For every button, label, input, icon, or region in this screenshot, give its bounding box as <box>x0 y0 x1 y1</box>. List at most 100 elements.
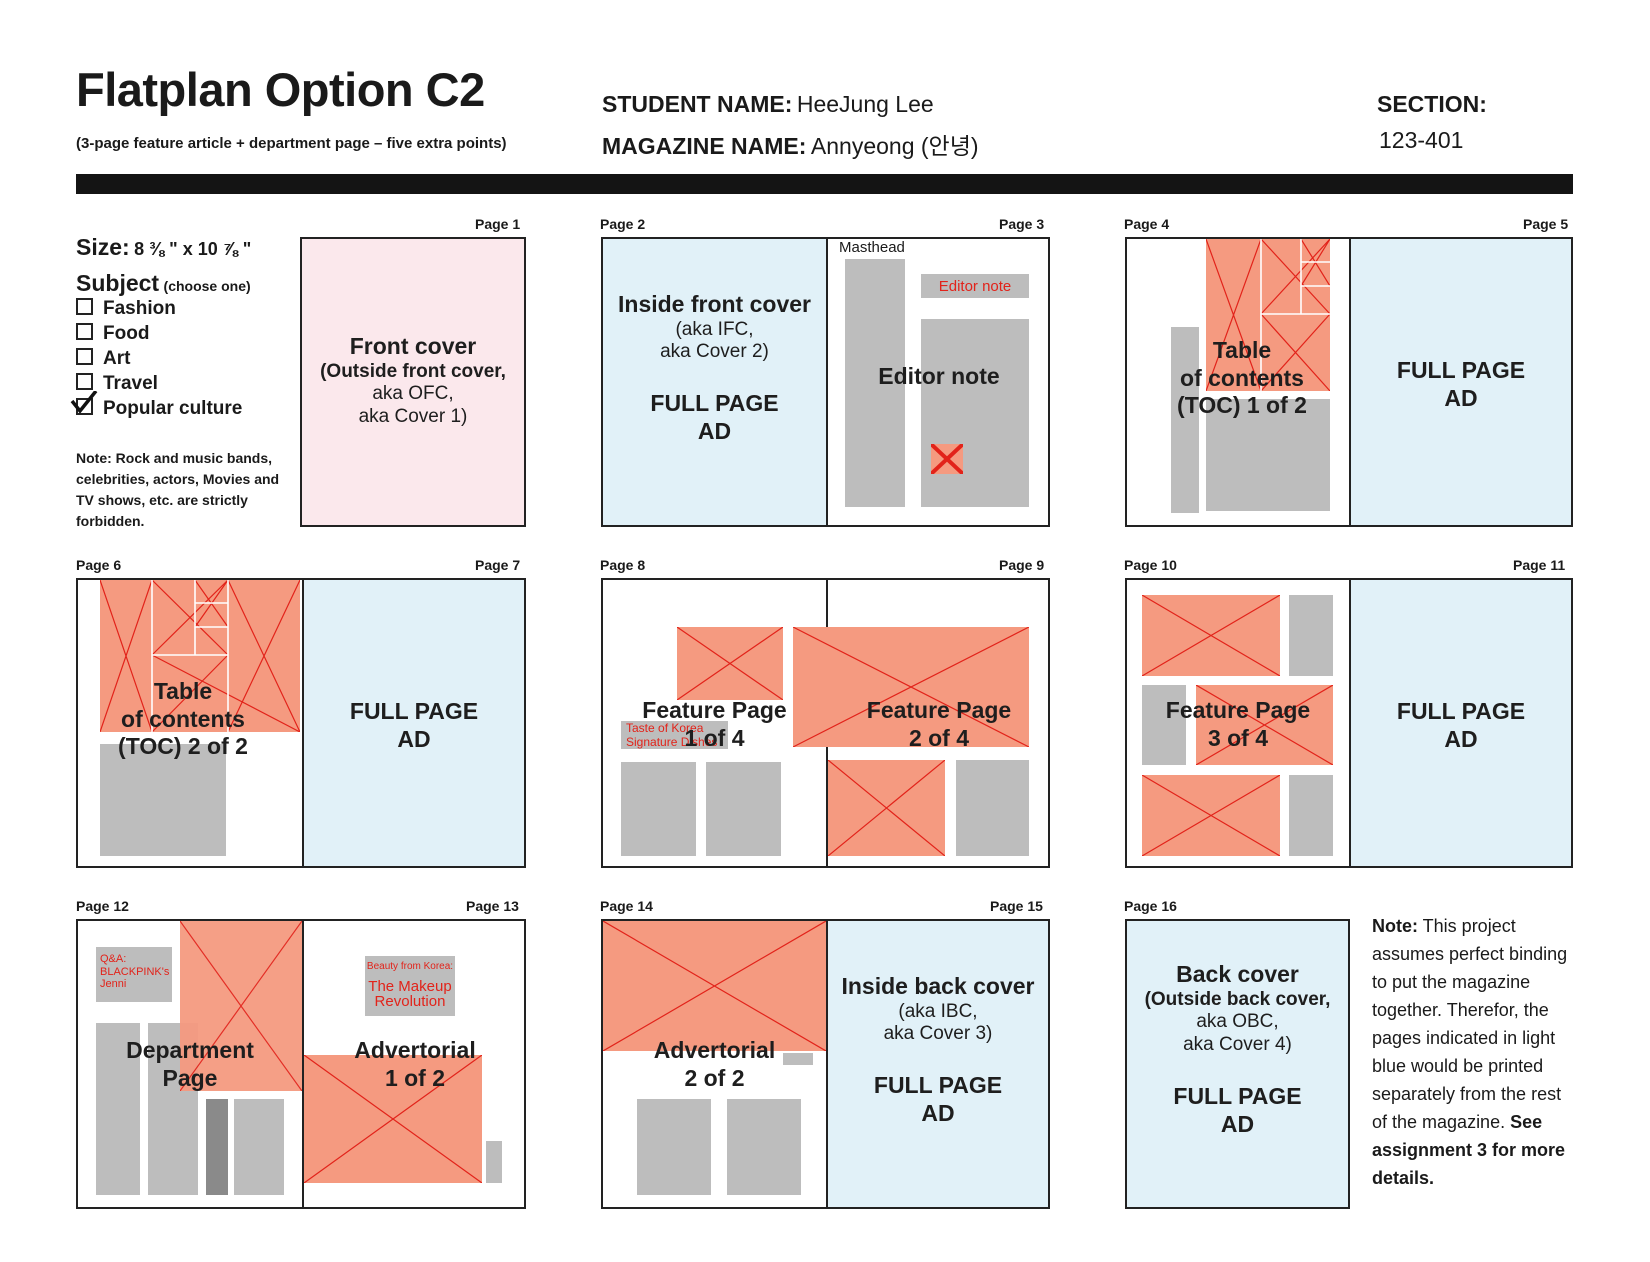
subject-option-label: Travel <box>103 373 158 394</box>
subject-option-popular-culture[interactable]: Popular culture <box>70 391 243 420</box>
feature-3-line: Feature Page <box>1165 697 1311 723</box>
feature-2-line: 2 of 4 <box>908 724 970 751</box>
ibc-line: aka Cover 3) <box>883 1023 993 1045</box>
ad-label: AD <box>397 725 431 752</box>
feature-image <box>1142 775 1280 856</box>
feature-caption: Taste of Korea Signature Dishes <box>626 721 717 750</box>
dept-text-column <box>234 1099 284 1195</box>
page-label-9: Page 9 <box>999 557 1045 573</box>
back-cover-title: Back cover <box>1176 961 1299 987</box>
dept-text-column <box>96 1023 140 1195</box>
front-cover-line: (Outside front cover, <box>320 360 506 382</box>
section-label: SECTION: <box>1377 91 1487 117</box>
header-rule <box>76 174 1573 194</box>
toc-1-line: (TOC) 1 of 2 <box>1177 392 1307 419</box>
page-15-inside-back-cover[interactable] <box>828 921 1048 1207</box>
feature-text-column <box>956 760 1029 856</box>
feature-text-column <box>1289 595 1333 676</box>
spread-pages-2-3[interactable]: Inside front cover (aka IFC, aka Cover 2… <box>601 237 1050 527</box>
binding-note-lead: Note: <box>1372 916 1418 936</box>
full-page-label: FULL PAGE <box>650 390 779 417</box>
editor-note-text-block <box>921 319 1029 507</box>
page-label-16: Page 16 <box>1124 898 1177 914</box>
feature-caption-block <box>621 721 728 749</box>
binding-note: Note: This project assumes perfect bindi… <box>1372 912 1572 1192</box>
feature-text-column <box>1289 775 1333 856</box>
spread-pages-12-13[interactable]: Q&A: BLACKPINK's Jenni Department Page B… <box>76 919 526 1209</box>
checkbox-icon[interactable] <box>76 373 93 390</box>
spread-pages-10-11[interactable]: FULL PAGE AD Feature Page 3 of 4 <box>1125 578 1573 868</box>
page-label-8: Page 8 <box>600 557 646 573</box>
back-cover-line: aka Cover 4) <box>1183 1034 1292 1056</box>
spread-pages-8-9[interactable]: Taste of Korea Signature Dishes Feature … <box>601 578 1050 868</box>
page-16-back-cover[interactable]: Back cover (Outside back cover, aka OBC,… <box>1125 919 1350 1209</box>
advertorial-heading-block <box>365 956 455 1016</box>
spread-gutter <box>1349 580 1351 866</box>
page-5-full-page-ad[interactable] <box>1351 239 1571 525</box>
feature-text-column <box>1142 685 1186 765</box>
department-line: Page <box>162 1064 218 1091</box>
page-label-4: Page 4 <box>1124 216 1170 232</box>
advertorial-text-column <box>727 1099 801 1195</box>
binding-note-text: This project assumes perfect binding to … <box>1372 916 1568 1132</box>
department-line: Department <box>126 1037 254 1063</box>
binding-note-tail: See assignment 3 for more details. <box>1372 1112 1566 1188</box>
ibc-title: Inside back cover <box>841 973 1035 999</box>
back-cover-line: aka OBC, <box>1196 1011 1279 1033</box>
full-page-ad-text: FULL PAGE AD <box>1351 698 1571 753</box>
feature-text-column <box>706 762 781 856</box>
full-page-label: FULL PAGE <box>1173 1082 1302 1109</box>
page-label-12: Page 12 <box>76 898 129 914</box>
subject-option-travel[interactable]: Travel <box>76 373 158 395</box>
checkbox-checked-icon[interactable] <box>70 391 98 415</box>
toc-2-label: Table of contents (TOC) 2 of 2 <box>88 678 278 761</box>
advertorial-1-line: 1 of 2 <box>384 1064 446 1091</box>
front-cover-line: aka OFC, <box>372 383 454 405</box>
page-7-full-page-ad[interactable] <box>304 580 524 866</box>
subject-option-food[interactable]: Food <box>76 323 149 345</box>
spread-gutter <box>826 239 828 525</box>
masthead-label: Masthead <box>839 239 905 256</box>
page-label-11: Page 11 <box>1513 557 1566 573</box>
ibc-line: (aka IBC, <box>898 1000 978 1022</box>
subject-option-fashion[interactable]: Fashion <box>76 298 176 320</box>
toc-side-text-block <box>1171 327 1199 513</box>
subject-option-label: Popular culture <box>103 398 243 419</box>
spread-pages-14-15[interactable]: Advertorial 2 of 2 Inside back cover (ak… <box>601 919 1050 1209</box>
spread-pages-6-7[interactable]: FULL PAGE AD Table of contents <box>76 578 526 868</box>
page-label-10: Page 10 <box>1124 557 1177 573</box>
feature-1-label: Feature Page 1 of 4 <box>603 697 826 752</box>
advertorial-text-column <box>637 1099 711 1195</box>
checkbox-icon[interactable] <box>76 323 93 340</box>
checkbox-icon[interactable] <box>76 348 93 365</box>
spread-gutter <box>826 921 828 1207</box>
page-2-inside-front-cover[interactable] <box>603 239 826 525</box>
beauty-heading-line: Revolution <box>374 992 446 1010</box>
advertorial-text-block <box>486 1141 502 1183</box>
advertorial-image <box>603 921 826 1051</box>
subject-option-art[interactable]: Art <box>76 348 130 370</box>
feature-1-line: 1 of 4 <box>684 724 745 751</box>
feature-2-label: Feature Page 2 of 4 <box>828 697 1048 752</box>
page-1-front-cover[interactable]: Front cover (Outside front cover, aka OF… <box>300 237 526 527</box>
subject-option-label: Art <box>103 348 131 369</box>
checkbox-icon[interactable] <box>76 298 93 315</box>
spread-pages-4-5[interactable]: FULL PAGE AD Table of contents (TOC) <box>1125 237 1573 527</box>
back-cover-line: (Outside back cover, <box>1144 988 1331 1010</box>
page-label-1: Page 1 <box>475 216 521 232</box>
page-11-full-page-ad[interactable] <box>1351 580 1571 866</box>
toc-2-line: (TOC) 2 of 2 <box>118 733 248 760</box>
page-label-6: Page 6 <box>76 557 122 573</box>
dept-pull-quote-block <box>206 1099 228 1195</box>
full-page-label: FULL PAGE <box>873 1072 1003 1099</box>
ifc-line: (aka IFC, <box>675 318 754 340</box>
ibc-text: Inside back cover (aka IBC, aka Cover 3)… <box>828 973 1048 1127</box>
ad-label: AD <box>697 417 732 444</box>
advertorial-2-label: Advertorial 2 of 2 <box>603 1037 826 1092</box>
masthead-text-block <box>845 259 905 507</box>
toc-image-collage <box>100 580 300 732</box>
page-label-3: Page 3 <box>999 216 1045 232</box>
subject-hint: (choose one) <box>163 278 251 294</box>
advertorial-image <box>304 1055 482 1183</box>
